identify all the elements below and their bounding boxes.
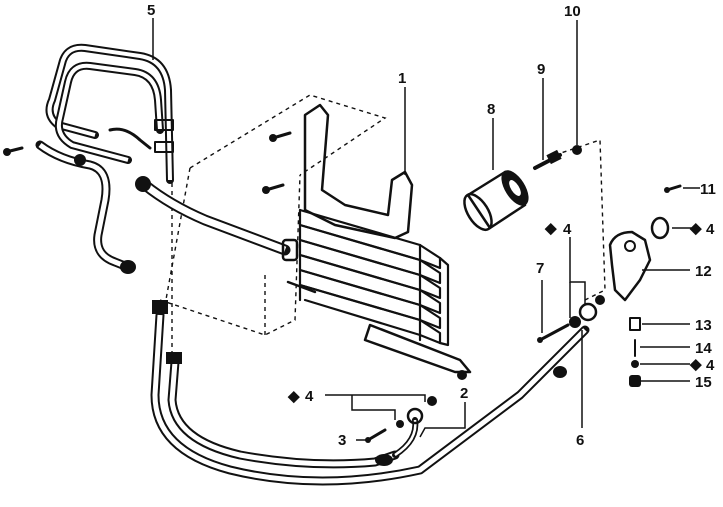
oil-cooler bbox=[286, 103, 605, 380]
callout-2: 2 bbox=[460, 385, 468, 402]
cooler-inlet-hose bbox=[135, 176, 299, 262]
callout-3: 3 bbox=[338, 432, 346, 449]
marker-4-d: ◆ bbox=[287, 388, 300, 405]
banjo-fitting bbox=[537, 302, 598, 343]
callout-6: 6 bbox=[576, 432, 584, 449]
pipe-assembly bbox=[45, 43, 174, 184]
lower-hose-fitting bbox=[365, 396, 437, 458]
leader-lines bbox=[152, 18, 700, 441]
callout-11: 11 bbox=[700, 181, 716, 198]
callout-8: 8 bbox=[487, 101, 495, 118]
callout-13: 13 bbox=[695, 317, 712, 334]
filter-mount-bolts bbox=[533, 145, 582, 170]
thermostat-group bbox=[608, 184, 682, 387]
callout-4-a: 4 bbox=[706, 221, 715, 238]
callout-4-c: 4 bbox=[563, 221, 572, 238]
marker-4-b: ◆ bbox=[689, 356, 702, 373]
marker-4-a: ◆ bbox=[689, 220, 702, 237]
marker-4-c: ◆ bbox=[544, 220, 557, 237]
lower-hoses bbox=[150, 300, 590, 486]
callout-4-b: 4 bbox=[706, 357, 715, 374]
callout-12: 12 bbox=[695, 263, 712, 280]
callout-4-d: 4 bbox=[305, 388, 314, 405]
callout-1: 1 bbox=[398, 70, 406, 87]
callout-15: 15 bbox=[695, 374, 712, 391]
upper-hose bbox=[35, 140, 136, 274]
callout-14: 14 bbox=[695, 340, 712, 357]
callout-5: 5 bbox=[147, 2, 155, 19]
callout-numbers: 5 1 8 9 10 11 ◆ 4 12 13 14 ◆ 4 15 ◆ 4 7 … bbox=[147, 2, 716, 449]
callout-7: 7 bbox=[536, 260, 544, 277]
callout-9: 9 bbox=[537, 61, 545, 78]
mounting-bolts bbox=[3, 131, 292, 194]
oil-filter bbox=[463, 170, 529, 232]
callout-10: 10 bbox=[564, 3, 581, 20]
